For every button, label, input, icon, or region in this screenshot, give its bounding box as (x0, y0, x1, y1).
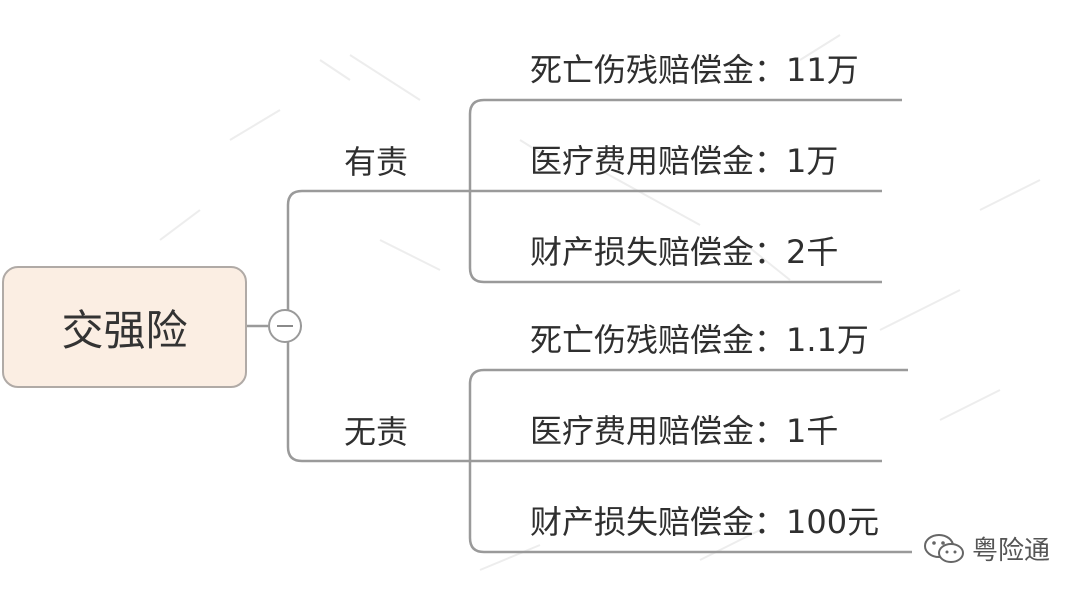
connector-lines (247, 98, 912, 554)
wechat-icon (924, 533, 964, 563)
collapse-toggle-button[interactable] (268, 309, 302, 343)
root-node[interactable]: 交强险 (2, 266, 247, 388)
leaf-property-not-liable[interactable]: 财产损失赔偿金：100元 (530, 503, 880, 541)
watermark-text: 粤险通 (972, 536, 1051, 566)
root-label: 交强险 (61, 305, 188, 355)
branch-label-not-liable[interactable]: 无责 (344, 413, 409, 451)
leaf-medical-not-liable[interactable]: 医疗费用赔偿金：1千 (530, 412, 839, 450)
leaf-property-liable[interactable]: 财产损失赔偿金：2千 (530, 233, 839, 271)
leaf-death-disability-liable[interactable]: 死亡伤残赔偿金：11万 (530, 51, 859, 89)
branch-label-liable[interactable]: 有责 (344, 143, 409, 181)
background-pattern (159, 34, 1041, 571)
leaf-death-disability-not-liable[interactable]: 死亡伤残赔偿金：1.1万 (530, 321, 869, 359)
watermark: 粤险通 (922, 530, 1050, 567)
leaf-medical-liable[interactable]: 医疗费用赔偿金：1万 (530, 142, 839, 180)
